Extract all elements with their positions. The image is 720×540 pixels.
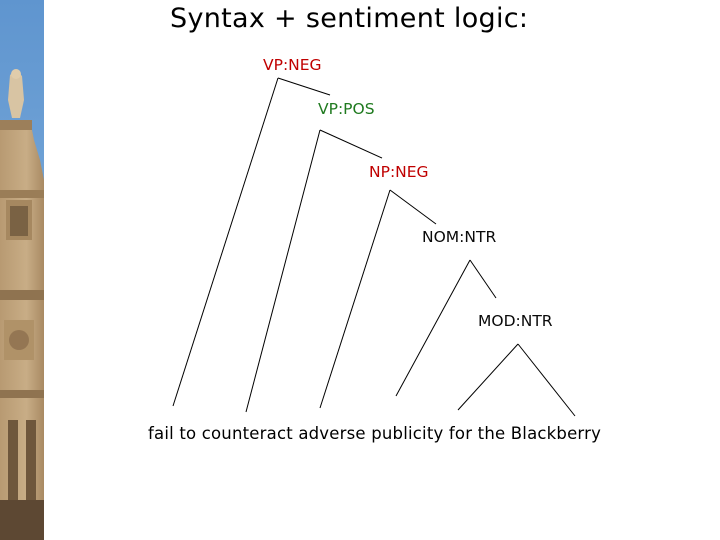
node-np-neg: NP:NEG — [369, 163, 429, 181]
slide-title: Syntax + sentiment logic: — [170, 3, 529, 34]
node-vp-pos: VP:POS — [318, 100, 375, 118]
building-photo-image — [0, 0, 44, 540]
example-sentence: fail to counteract adverse publicity for… — [148, 424, 602, 443]
edge-vppos-npneg — [319, 129, 383, 159]
edge-modntr-blackberry — [517, 343, 576, 417]
edge-nomntr-adverse — [395, 259, 471, 397]
edge-nomntr-modntr — [469, 259, 497, 299]
node-mod-ntr: MOD:NTR — [478, 312, 553, 330]
edge-vpneg-vppos — [277, 77, 331, 96]
node-nom-ntr: NOM:NTR — [422, 228, 497, 246]
building-photo — [0, 0, 44, 540]
edge-vpneg-fail — [172, 77, 279, 407]
edge-npneg-counteract — [319, 189, 391, 409]
edge-vppos-to — [245, 129, 321, 413]
node-vp-neg: VP:NEG — [263, 56, 322, 74]
edge-npneg-nomntr — [389, 189, 437, 225]
edge-modntr-publicity — [457, 343, 519, 411]
